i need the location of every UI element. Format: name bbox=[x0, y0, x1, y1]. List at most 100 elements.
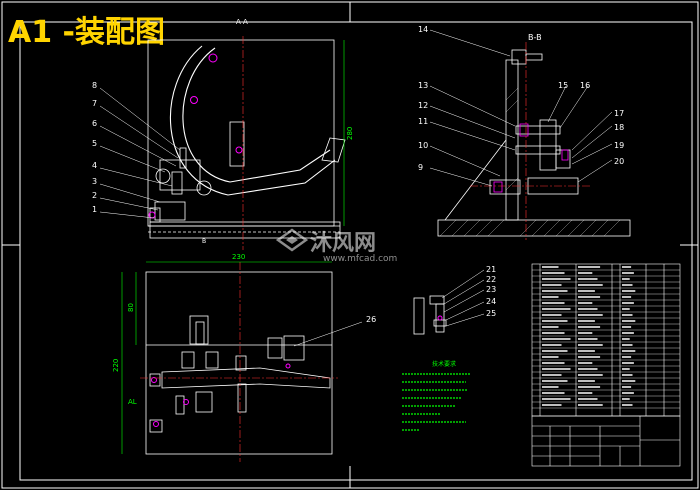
plan-height-dim: 220 bbox=[112, 359, 120, 372]
bom-cell-text bbox=[542, 404, 562, 406]
bom-cell-text bbox=[542, 356, 559, 358]
bom-cell-text bbox=[542, 386, 559, 388]
part-number-9: 9 bbox=[418, 163, 423, 172]
bom-cell-text bbox=[622, 302, 634, 304]
part-number-16: 16 bbox=[580, 81, 590, 90]
bom-cell-text bbox=[542, 266, 559, 268]
bom-cell-text bbox=[578, 314, 603, 316]
part-number-15: 15 bbox=[558, 81, 568, 90]
section-label-b-sub: B bbox=[202, 238, 206, 245]
bom-cell-text bbox=[622, 374, 633, 376]
bom-cell-text bbox=[542, 290, 568, 292]
plan-callout-leader bbox=[293, 321, 363, 347]
bom-rows bbox=[532, 269, 680, 409]
watermark-logo-icon bbox=[275, 228, 309, 252]
bb-numbers-left: 14 13 12 11 10 9 bbox=[418, 25, 428, 172]
part-number-18: 18 bbox=[614, 123, 624, 132]
bom-cell-text bbox=[542, 344, 562, 346]
bom-cell-text bbox=[542, 278, 571, 280]
bom-cell-text bbox=[542, 374, 562, 376]
bom-cell-text bbox=[622, 404, 633, 406]
bom-cell-text bbox=[622, 290, 636, 292]
detail-numbers: 21 22 23 24 25 bbox=[486, 265, 496, 318]
part-number-22: 22 bbox=[486, 275, 496, 284]
part-number-2: 2 bbox=[92, 191, 97, 200]
bom-cell-text bbox=[578, 338, 598, 340]
bom-cell-text bbox=[542, 398, 571, 400]
bom-cell-text bbox=[542, 272, 565, 274]
bom-cell-text bbox=[578, 356, 601, 358]
inner-border bbox=[19, 21, 693, 481]
bom-cell-text bbox=[578, 332, 593, 334]
bom-cell-text bbox=[622, 398, 630, 400]
front-part-numbers: 8 7 6 5 4 3 2 1 bbox=[92, 81, 97, 214]
part-number-19: 19 bbox=[614, 141, 624, 150]
bom-cell-text bbox=[622, 350, 636, 352]
bom-cell-text bbox=[578, 350, 595, 352]
detail-view bbox=[413, 295, 447, 335]
bom-cell-text bbox=[542, 308, 571, 310]
section-label-bb: B-B bbox=[528, 33, 542, 42]
bom-cell-text bbox=[578, 344, 603, 346]
bom-cell-text bbox=[622, 338, 630, 340]
bom-cell-text bbox=[542, 284, 562, 286]
part-number-14: 14 bbox=[418, 25, 428, 34]
bom-cell-text bbox=[622, 272, 634, 274]
bom-cell-text bbox=[542, 368, 571, 370]
bom-cell-text bbox=[622, 362, 634, 364]
part-number-4: 4 bbox=[92, 161, 97, 170]
bom-cell-text bbox=[622, 356, 632, 358]
part-number-1: 1 bbox=[92, 205, 97, 214]
bom-cell-text bbox=[578, 326, 601, 328]
bom-cell-text bbox=[542, 338, 571, 340]
detail-accents bbox=[437, 315, 443, 321]
drawing-title: A1 -装配图 bbox=[8, 15, 165, 50]
bom-cell-text bbox=[578, 308, 598, 310]
bom-cell-text bbox=[578, 296, 601, 298]
part-number-23: 23 bbox=[486, 285, 496, 294]
bom-cell-text bbox=[578, 320, 595, 322]
bom-cell-text bbox=[622, 314, 633, 316]
bb-hatch bbox=[439, 87, 621, 237]
plan-view bbox=[145, 271, 333, 455]
front-leaders bbox=[99, 87, 181, 219]
bom-cell-text bbox=[542, 314, 562, 316]
bom-cell-text bbox=[578, 278, 598, 280]
bom-cell-text bbox=[622, 332, 634, 334]
bom-cell-text bbox=[622, 278, 630, 280]
bom-cell-text bbox=[542, 296, 559, 298]
tech-notes-title: 技术要求 bbox=[432, 360, 456, 368]
bom-cell-text bbox=[622, 368, 630, 370]
plan-width-dim: 230 bbox=[232, 253, 245, 261]
part-number-7: 7 bbox=[92, 99, 97, 108]
bb-accents bbox=[493, 123, 569, 193]
part-number-13: 13 bbox=[418, 81, 428, 90]
part-number-21: 21 bbox=[486, 265, 496, 274]
bom-cell-text bbox=[578, 362, 593, 364]
bom-cell-text bbox=[622, 326, 632, 328]
bom-cell-text bbox=[542, 332, 565, 334]
bom-cell-text bbox=[622, 266, 632, 268]
bb-leaders bbox=[429, 29, 613, 187]
bom-cell-text bbox=[578, 368, 598, 370]
watermark: 沐风网 www.mfcad.com bbox=[275, 228, 397, 264]
bom-cell-text bbox=[542, 380, 568, 382]
front-view-accents bbox=[148, 53, 243, 219]
front-height-dim: 280 bbox=[346, 127, 354, 140]
part-number-11: 11 bbox=[418, 117, 428, 126]
plan-inner-dim: 80 bbox=[127, 303, 135, 312]
part-number-5: 5 bbox=[92, 139, 97, 148]
bom-cell-text bbox=[578, 290, 595, 292]
bom-cell-text bbox=[622, 392, 634, 394]
plan-al-label: AL bbox=[128, 398, 137, 406]
bom-cell-text bbox=[622, 308, 630, 310]
bom-cell-text bbox=[542, 362, 565, 364]
part-number-20: 20 bbox=[614, 157, 624, 166]
bom-cells bbox=[542, 266, 636, 406]
part-number-8: 8 bbox=[92, 81, 97, 90]
part-number-6: 6 bbox=[92, 119, 97, 128]
bom-cell-text bbox=[578, 392, 593, 394]
bom-cell-text bbox=[578, 284, 603, 286]
part-number-17: 17 bbox=[614, 109, 624, 118]
